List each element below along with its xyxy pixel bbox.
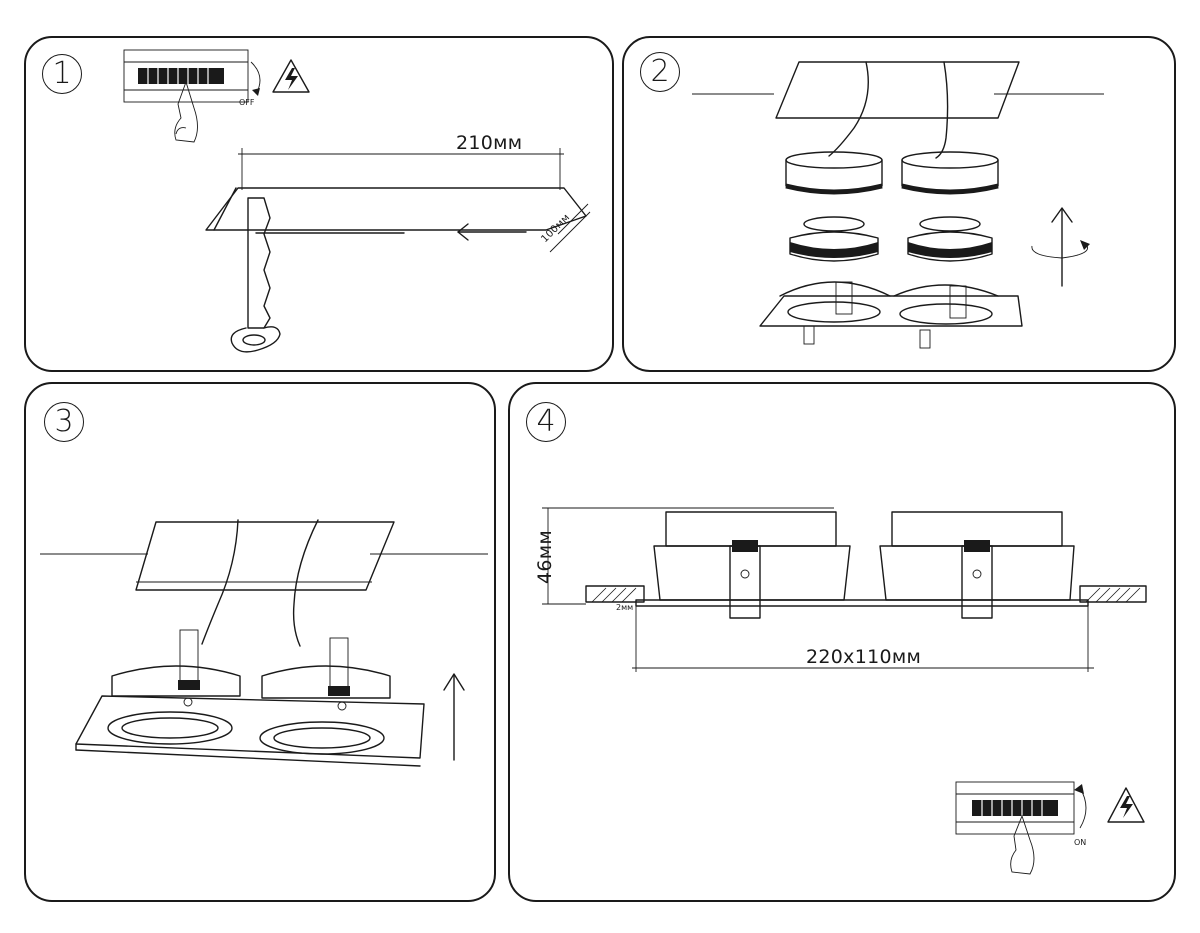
driver-left xyxy=(785,151,883,195)
size-dimension-label: 220x110мм xyxy=(806,646,922,668)
step-4-panel: 4 xyxy=(508,382,1176,902)
saw-icon xyxy=(230,197,281,353)
high-voltage-warning-icon xyxy=(272,59,310,93)
lamp-right xyxy=(907,216,993,262)
step-4-illustration xyxy=(542,507,1147,875)
width-dimension-label: 210мм xyxy=(456,132,523,154)
step-3-illustration xyxy=(40,519,488,767)
gap-dimension-label: 2мм xyxy=(616,603,634,612)
step-2-panel: 2 xyxy=(622,36,1176,372)
height-dimension-label: 46мм xyxy=(534,529,557,585)
step-number: 1 xyxy=(42,54,82,94)
step-3-panel: 3 xyxy=(24,382,496,902)
up-arrow-icon xyxy=(443,673,465,761)
rotate-arrow-icon xyxy=(1031,207,1090,287)
step-number: 2 xyxy=(640,52,680,92)
hand-icon xyxy=(174,80,198,143)
high-voltage-warning-icon xyxy=(1107,787,1145,823)
step-2-illustration xyxy=(692,61,1104,349)
step-number: 4 xyxy=(526,402,566,442)
step-number: 3 xyxy=(44,402,84,442)
hand-icon xyxy=(1010,814,1035,875)
breaker-switch-icon xyxy=(123,49,261,103)
step-1-panel: 1 xyxy=(24,36,614,372)
breaker-switch-icon xyxy=(955,781,1087,835)
driver-right xyxy=(901,151,999,195)
switch-on-label: ON xyxy=(1074,838,1087,847)
switch-off-label: OFF xyxy=(239,98,255,107)
step-1-illustration xyxy=(123,49,591,353)
lamp-left xyxy=(789,216,879,262)
